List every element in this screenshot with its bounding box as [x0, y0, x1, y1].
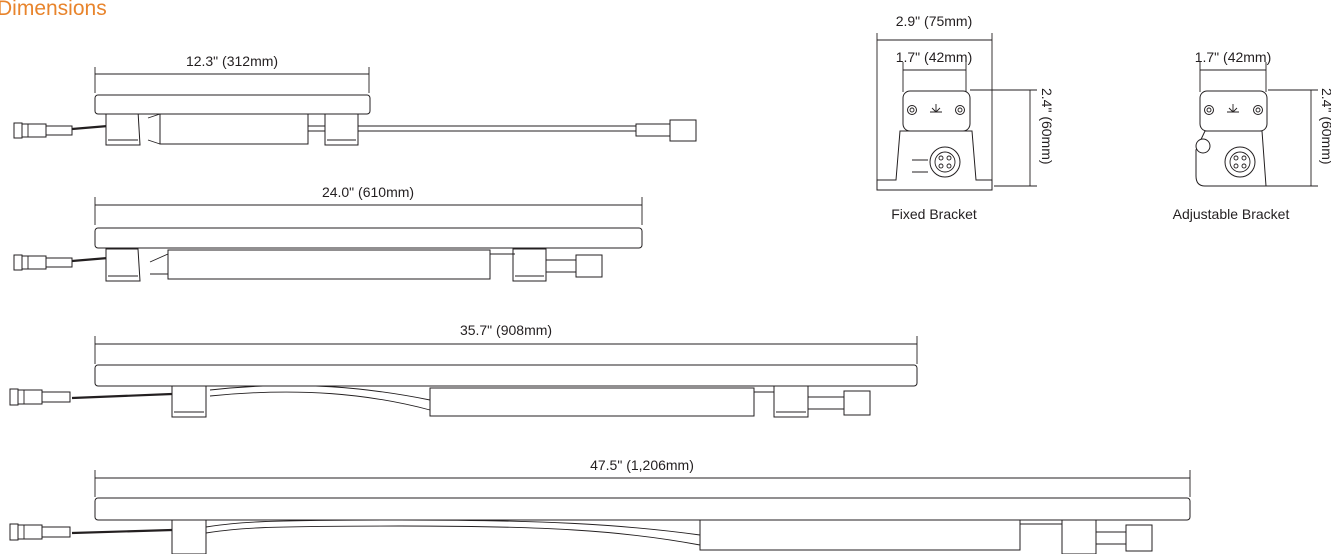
length-dimension-line — [94, 67, 370, 93]
light-bar — [94, 227, 643, 249]
input-connector — [9, 523, 71, 541]
driver-box — [429, 387, 755, 417]
leaf-icon — [930, 104, 942, 113]
driver-box — [699, 519, 1021, 551]
adjustable-bracket-drawing: 1.7" (42mm) 2.4" (60mm) Adjustable Brack… — [1173, 49, 1331, 222]
fixture-48in: 47.5" (1,206mm) — [9, 457, 1191, 554]
length-dimension-line — [94, 197, 643, 225]
bracket — [1061, 519, 1097, 554]
connector-socket — [1224, 146, 1256, 178]
connector-socket — [929, 146, 961, 178]
light-bar — [94, 364, 918, 387]
fixture-36in: 35.7" (908mm) — [9, 322, 918, 418]
input-connector — [9, 388, 71, 406]
output-connector — [635, 119, 697, 142]
driver-box — [159, 113, 309, 145]
outer-width-label: 2.9" (75mm) — [896, 13, 973, 29]
height-label: 2.4" (60mm) — [1039, 88, 1055, 165]
inner-width-label: 1.7" (42mm) — [896, 49, 973, 65]
adjust-knob — [1195, 138, 1211, 154]
bracket — [512, 248, 547, 282]
length-label: 24.0" (610mm) — [322, 184, 414, 200]
adjustable-bracket-caption: Adjustable Bracket — [1173, 206, 1290, 222]
output-connector — [807, 390, 871, 416]
light-bar — [94, 94, 371, 115]
fixed-bracket-caption: Fixed Bracket — [891, 206, 977, 222]
output-connector — [545, 254, 603, 278]
light-bar — [94, 497, 1191, 521]
leaf-icon — [1227, 104, 1239, 113]
length-dimension-line — [94, 470, 1191, 497]
input-connector — [13, 254, 73, 271]
bracket — [105, 248, 141, 282]
output-connector — [1095, 524, 1153, 552]
section-heading: Dimensions — [0, 0, 107, 20]
fixed-bracket-drawing: 2.9" (75mm) 1.7" (42mm) 2.4" (60mm) Fixe… — [876, 13, 1055, 222]
height-label: 2.4" (60mm) — [1319, 88, 1331, 165]
width-label: 1.7" (42mm) — [1195, 49, 1272, 65]
length-label: 12.3" (312mm) — [186, 53, 278, 69]
input-connector — [13, 122, 73, 139]
fixture-24in: 24.0" (610mm) — [13, 184, 643, 282]
bracket — [171, 519, 207, 554]
driver-box — [167, 249, 491, 280]
fixture-12in: 12.3" (312mm) — [13, 53, 697, 146]
length-label: 35.7" (908mm) — [460, 322, 552, 338]
length-dimension-line — [94, 336, 918, 364]
length-label: 47.5" (1,206mm) — [590, 457, 694, 473]
